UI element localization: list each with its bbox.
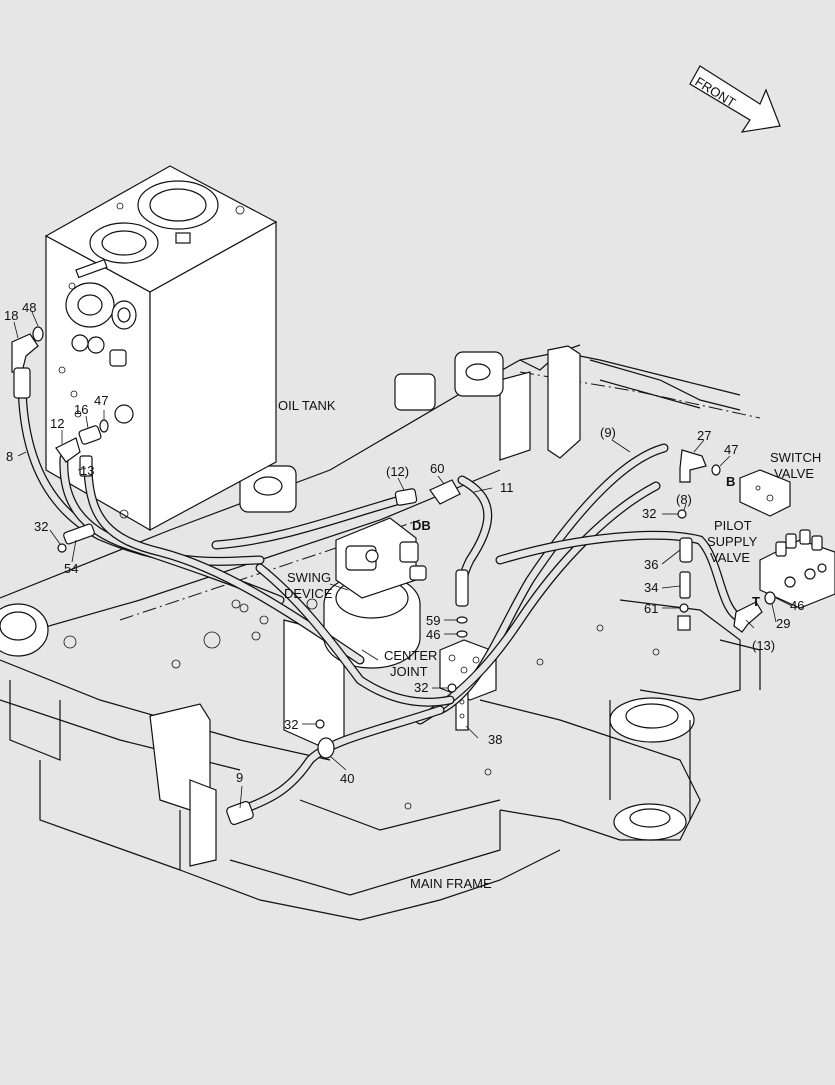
- callout-54: 54: [64, 561, 78, 576]
- callout-32d: 32: [284, 717, 298, 732]
- swing-device-label-line1: SWING: [287, 570, 331, 585]
- main-frame-structure: [0, 344, 761, 921]
- callout-numbers: 18 48 8 12 16 47 13 32 54 (12) 60 11 (9)…: [4, 300, 804, 786]
- frame-bolt-holes: [63, 598, 660, 810]
- center-joint-label-line2: JOINT: [390, 664, 428, 679]
- callout-12: 12: [50, 416, 64, 431]
- switch-valve-label-line1: SWITCH: [770, 450, 821, 465]
- main-frame-label: MAIN FRAME: [410, 876, 492, 891]
- swing-device: [323, 517, 427, 669]
- leader-lines: [13, 311, 793, 809]
- callout-8: 8: [6, 449, 13, 464]
- callout-38: 38: [488, 732, 502, 747]
- center-joint-label-line1: CENTER: [384, 648, 437, 663]
- callout-32: 32: [34, 519, 48, 534]
- callout-27: 27: [697, 428, 711, 443]
- oil-tank-label: OIL TANK: [278, 398, 336, 413]
- pilot-supply-valve-label-line3: VALVE: [710, 550, 750, 565]
- callout-59: 59: [426, 613, 440, 628]
- callout-13: 13: [80, 463, 94, 478]
- switch-valve-label-line2: VALVE: [774, 466, 814, 481]
- callout-9: 9: [236, 770, 243, 785]
- port-labels: DB B T: [412, 474, 760, 609]
- callout-12-ref: (12): [386, 464, 409, 479]
- port-b-label: B: [726, 474, 735, 489]
- callout-18: 18: [4, 308, 18, 323]
- callout-60: 60: [430, 461, 444, 476]
- oil-tank: [44, 165, 278, 532]
- callout-47b: 47: [724, 442, 738, 457]
- callout-11: 11: [500, 480, 514, 495]
- swing-device-label-line2: DEVICE: [284, 586, 333, 601]
- callout-29: 29: [776, 616, 790, 631]
- callout-9-ref: (9): [600, 425, 616, 440]
- callout-40: 40: [340, 771, 354, 786]
- callout-61: 61: [644, 601, 658, 616]
- port-t-label: T: [752, 594, 760, 609]
- callout-47: 47: [94, 393, 108, 408]
- port-db-label: DB: [412, 518, 431, 533]
- callout-48: 48: [22, 300, 36, 315]
- callout-16: 16: [74, 402, 88, 417]
- pilot-supply-valve-label-line1: PILOT: [714, 518, 752, 533]
- callout-32b: 32: [642, 506, 656, 521]
- callout-46: 46: [790, 598, 804, 613]
- fittings: [11, 326, 776, 826]
- pilot-supply-valve-label-line2: SUPPLY: [707, 534, 758, 549]
- callout-34: 34: [644, 580, 658, 595]
- pilot-supply-valve: [759, 529, 835, 609]
- callout-13-ref: (13): [752, 638, 775, 653]
- callout-46b: 46: [426, 627, 440, 642]
- component-labels: OIL TANK SWING DEVICE CENTER JOINT SWITC…: [278, 398, 821, 891]
- callout-8-ref: (8): [676, 492, 692, 507]
- callout-36: 36: [644, 557, 658, 572]
- switch-valve: [739, 469, 791, 517]
- front-arrow: FRONT: [689, 65, 781, 133]
- callout-32c: 32: [414, 680, 428, 695]
